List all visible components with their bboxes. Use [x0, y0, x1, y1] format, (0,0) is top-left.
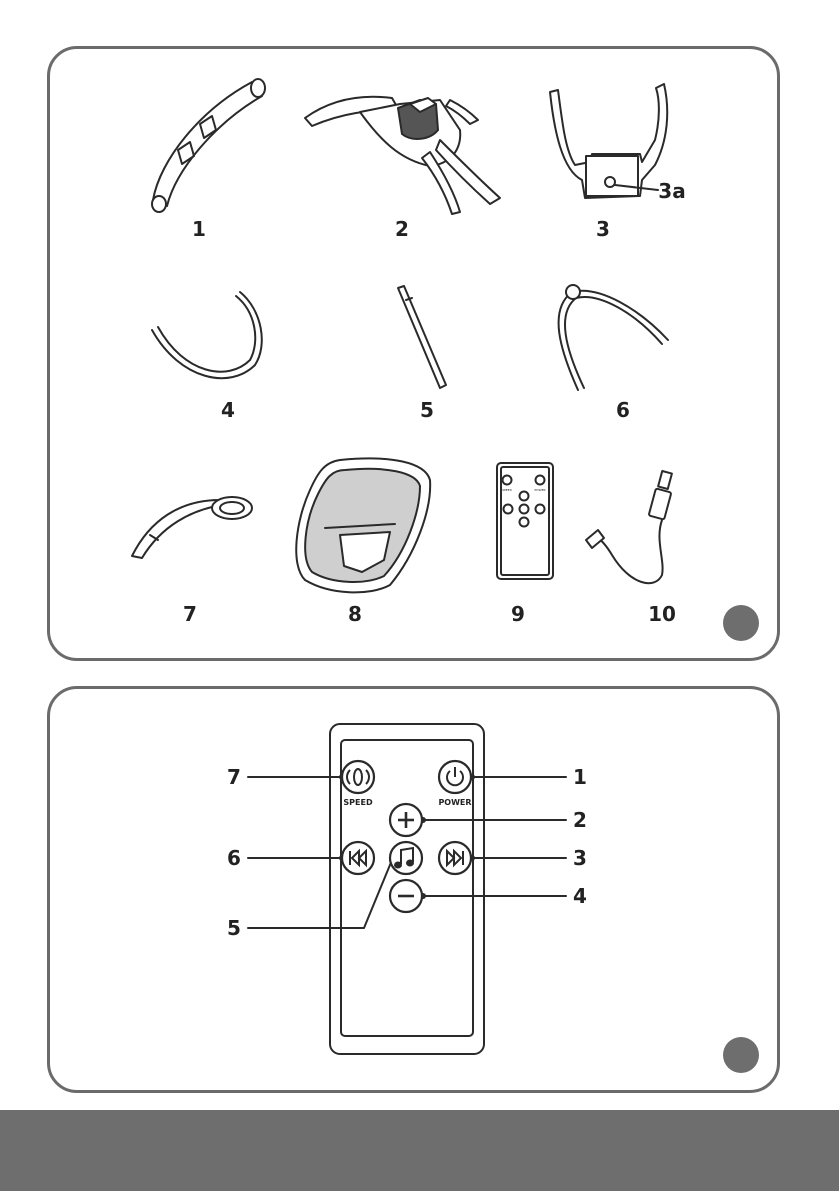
part-number-5: 5	[420, 398, 434, 422]
part-1-handle-drawing	[152, 79, 265, 212]
callout-number-7: 7	[227, 765, 241, 789]
part-2-massager-unit-drawing	[305, 97, 500, 214]
part-number-1: 1	[192, 217, 206, 241]
part-number-10: 10	[648, 602, 676, 626]
part-number-6: 6	[616, 398, 630, 422]
speed-button[interactable]	[342, 761, 374, 793]
part-4-curved-rod-drawing	[152, 292, 262, 378]
callout-number-1: 1	[573, 765, 587, 789]
power-label: POWER	[438, 798, 471, 807]
part-number-4: 4	[221, 398, 235, 422]
part-5-straight-rod-drawing	[398, 286, 446, 388]
part-3-neck-piece-drawing	[550, 84, 667, 198]
part-10-usb-cable-drawing	[586, 471, 672, 583]
part-number-7: 7	[183, 602, 197, 626]
mini-power-label: POWER	[534, 488, 545, 492]
power-button[interactable]	[439, 761, 471, 793]
part-number-2: 2	[395, 217, 409, 241]
music-button[interactable]	[390, 842, 422, 874]
part-7-hook-drawing	[132, 497, 252, 558]
part-8-base-plate-drawing	[296, 458, 430, 592]
callout-number-6: 6	[227, 846, 241, 870]
callout-number-2: 2	[573, 808, 587, 832]
part-number-3a: 3a	[658, 179, 685, 203]
mini-speed-label: SPEED	[502, 488, 513, 492]
next-button[interactable]	[439, 842, 471, 874]
part-6-arch-drawing	[559, 285, 668, 390]
part-number-8: 8	[348, 602, 362, 626]
callout-number-5: 5	[227, 916, 241, 940]
part-number-3: 3	[596, 217, 610, 241]
part-9-small-remote-drawing	[497, 463, 553, 579]
part-number-9: 9	[511, 602, 525, 626]
minus-button[interactable]	[390, 880, 422, 912]
previous-button[interactable]	[342, 842, 374, 874]
callout-number-3: 3	[573, 846, 587, 870]
callout-number-4: 4	[573, 884, 587, 908]
plus-button[interactable]	[390, 804, 422, 836]
speed-label: SPEED	[343, 798, 373, 807]
